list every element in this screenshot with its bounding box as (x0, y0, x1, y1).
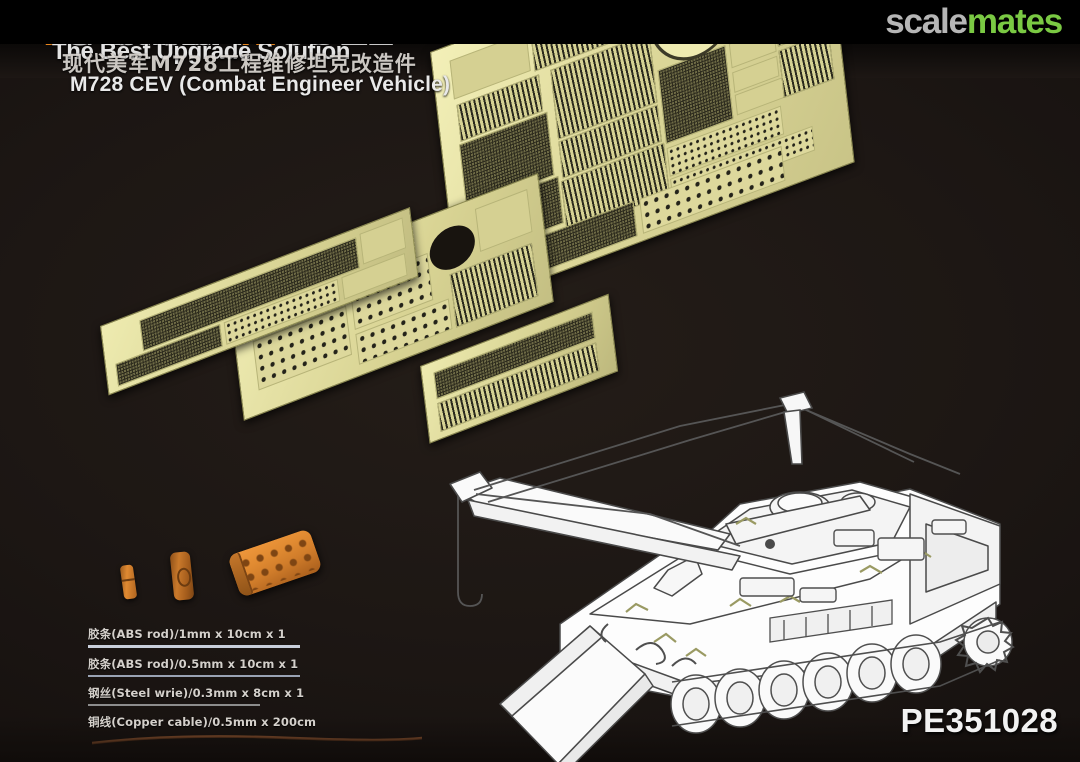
etch-small-part (474, 188, 533, 252)
medium-resin-part (169, 551, 195, 601)
m728-cev-line-drawing (440, 374, 1060, 762)
scalemates-banner: scalemates (0, 0, 1080, 44)
product-code: PE351028 (900, 702, 1058, 739)
parts-list-row: 铜线(Copper cable)/0.5mm x 200cm (88, 714, 388, 730)
part-label-abs-rod-1mm: 胶条(ABS rod)/1mm x 10cm x 1 (88, 627, 286, 641)
parts-list: 胶条(ABS rod)/1mm x 10cm x 1 胶条(ABS rod)/0… (88, 626, 388, 732)
steel-wire-sample (88, 704, 260, 706)
abs-rod-1mm-sample (88, 645, 300, 648)
part-label-copper-cable: 铜线(Copper cable)/0.5mm x 200cm (88, 715, 317, 729)
abs-rod-05mm-sample (88, 675, 300, 677)
product-photo: 胶条(ABS rod)/1mm x 10cm x 1 胶条(ABS rod)/0… (0, 44, 1080, 762)
large-resin-roller-part (227, 528, 323, 598)
parts-list-row: 胶条(ABS rod)/0.5mm x 10cm x 1 (88, 656, 388, 677)
part-label-steel-wire: 钢丝(Steel wrie)/0.3mm x 8cm x 1 (88, 686, 305, 700)
parts-list-row: 胶条(ABS rod)/1mm x 10cm x 1 (88, 626, 388, 648)
scalemates-logo-mates: mates (966, 2, 1063, 41)
etch-stripe-panel (778, 44, 835, 98)
scalemates-logo-scale: scale (885, 2, 968, 41)
scalemates-logo[interactable]: scalemates (885, 2, 1063, 41)
resin-part-studs (236, 532, 323, 593)
parts-list-row: 钢丝(Steel wrie)/0.3mm x 8cm x 1 (88, 685, 388, 706)
part-label-abs-rod-05mm: 胶条(ABS rod)/0.5mm x 10cm x 1 (88, 657, 299, 671)
small-resin-part (119, 564, 138, 600)
